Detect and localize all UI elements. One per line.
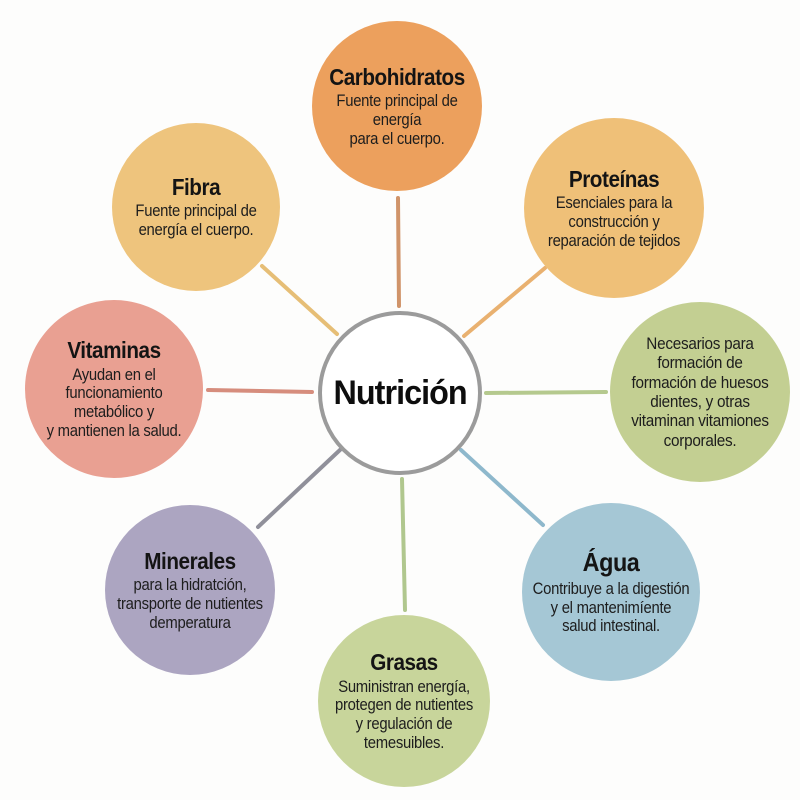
node-fibra: Fibra Fuente principal de energía el cue… bbox=[112, 123, 280, 291]
node-title: Vitaminas bbox=[67, 337, 161, 364]
node-vitaminas: Vitaminas Ayudan en el funcionamiento me… bbox=[25, 300, 203, 478]
node-grasas: Grasas Suministran energía, protegen de … bbox=[318, 615, 490, 787]
node-title: Carbohidratos bbox=[329, 63, 465, 90]
node-description: Esenciales para la construcción y repara… bbox=[547, 194, 681, 250]
node-description: Fuente principal de energía el cuerpo. bbox=[135, 202, 257, 240]
node-title: Fibra bbox=[171, 173, 221, 200]
connector-fibra bbox=[260, 264, 339, 336]
connector-carbohidratos bbox=[396, 196, 401, 308]
node-description: Contribuye a la digestión y el mantenimí… bbox=[532, 579, 690, 636]
node-description: Ayudan en el funcionamiento metabólico y… bbox=[46, 365, 182, 441]
node-title: Minerales bbox=[144, 547, 236, 574]
center-label: Nutrición bbox=[333, 373, 467, 412]
node-description: Necesarios para formación de formación d… bbox=[631, 333, 769, 450]
node-description: para la hidratción, transporte de nutien… bbox=[117, 576, 263, 632]
node-description: Suministran energía, protegen de nutient… bbox=[334, 677, 473, 753]
node-agua: Água Contribuye a la digestión y el mant… bbox=[522, 503, 700, 681]
node-minerales: Minerales para la hidratción, transporte… bbox=[105, 505, 275, 675]
connector-grasas bbox=[400, 477, 407, 612]
node-title: Água bbox=[582, 546, 640, 577]
connector-huesos bbox=[484, 390, 608, 395]
connector-minerales bbox=[256, 447, 343, 529]
connector-proteinas bbox=[462, 266, 547, 338]
node-carbohidratos: Carbohidratos Fuente principal de energí… bbox=[312, 21, 482, 191]
node-description: Fuente principal de energía para el cuer… bbox=[336, 92, 458, 148]
connector-agua bbox=[459, 448, 545, 527]
node-proteinas: Proteínas Esenciales para la construcció… bbox=[524, 118, 704, 298]
node-title: Proteínas bbox=[568, 165, 660, 192]
connector-vitaminas bbox=[206, 388, 314, 394]
node-title: Grasas bbox=[370, 649, 438, 676]
center-node: Nutrición bbox=[318, 311, 482, 475]
node-huesos: Necesarios para formación de formación d… bbox=[610, 302, 790, 482]
